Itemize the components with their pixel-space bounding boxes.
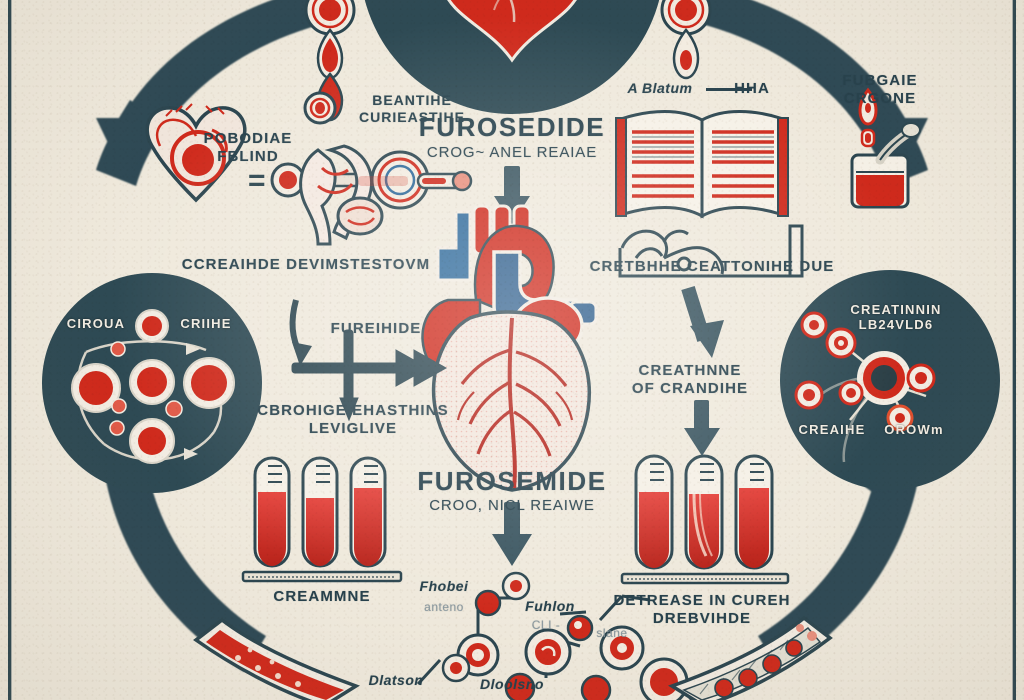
down-arrow-right-lower	[684, 400, 720, 456]
down-arrow-right-upper	[681, 285, 724, 358]
arrow-top-left	[128, 0, 330, 132]
arrow-bottom-left	[104, 462, 266, 672]
poster-border-left	[8, 0, 11, 700]
drop-target-small	[303, 91, 337, 125]
right-dark-circle-panel	[780, 270, 1000, 490]
down-arrow-center-top	[494, 166, 530, 224]
patient-in-bed-icon	[618, 224, 804, 278]
svg-text:=: =	[248, 164, 266, 197]
blood-vessel-left	[193, 617, 360, 700]
down-arrow-center-bottom	[492, 502, 532, 566]
nephron-equation: =	[248, 144, 473, 246]
blood-drop-marker-right	[660, 0, 712, 80]
top-heart-badge	[364, 0, 660, 114]
kidney-icon-left	[145, 103, 247, 203]
left-dark-circle-panel	[42, 273, 262, 493]
arrow-bottom-right	[758, 462, 920, 672]
open-book-illustration	[615, 110, 789, 219]
curved-arrow-left-head	[292, 342, 312, 366]
test-tubes-left	[241, 456, 403, 583]
blood-vessel-right	[668, 615, 833, 700]
beaker-icon	[850, 87, 921, 209]
poster-border-right	[1013, 0, 1016, 700]
test-tubes-right	[620, 454, 790, 585]
chronic-arrow-glyph	[291, 329, 448, 422]
arrow-top-right	[694, 0, 896, 132]
bottom-molecule-cluster	[416, 571, 715, 700]
anatomical-heart-center	[421, 204, 598, 492]
